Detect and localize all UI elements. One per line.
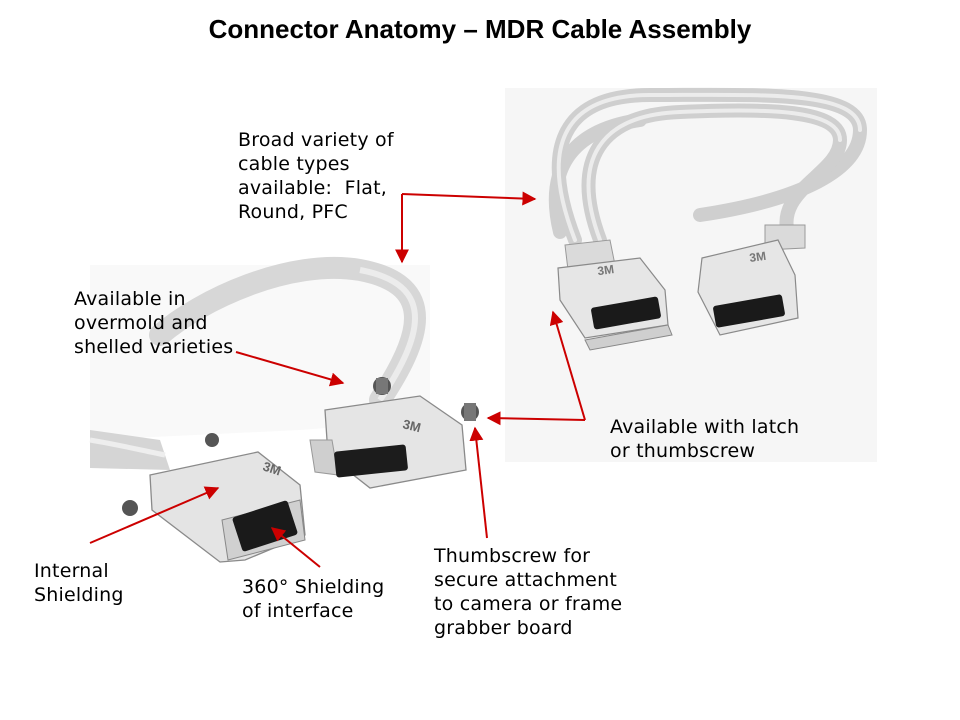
arrow-overmold bbox=[235, 351, 345, 387]
brand-mark: 3M bbox=[748, 249, 766, 265]
callout-latch: Available with latch or thumbscrew bbox=[610, 416, 800, 462]
arrow-thumbscrew bbox=[469, 426, 488, 539]
connector-back: 3M bbox=[309, 377, 479, 489]
arrow-360-shielding bbox=[270, 527, 321, 568]
arrow-latch-up bbox=[549, 310, 586, 421]
callout-overmold: Available in overmold and shelled variet… bbox=[74, 288, 234, 358]
arrow-latch-left bbox=[486, 411, 586, 426]
brand-mark: 3M bbox=[261, 459, 283, 479]
callout-thumbscrew: Thumbscrew for secure attachment to came… bbox=[434, 545, 623, 639]
connector-top-left: 3M bbox=[557, 239, 673, 351]
arrow-cable-types-right bbox=[401, 191, 537, 206]
connector-top-right: 3M bbox=[697, 224, 806, 336]
brand-mark: 3M bbox=[596, 262, 614, 278]
brand-mark: 3M bbox=[401, 416, 422, 435]
callout-internal-shielding: Internal Shielding bbox=[34, 560, 124, 606]
coiled-cable-photo: 3M 3M bbox=[505, 87, 877, 462]
callout-360-shielding: 360° Shielding of interface bbox=[242, 576, 385, 622]
callout-arrows bbox=[89, 191, 586, 568]
connector-front: 3M bbox=[122, 433, 306, 563]
arrow-internal-shielding bbox=[89, 486, 220, 544]
slide-title: Connector Anatomy – MDR Cable Assembly bbox=[208, 14, 752, 44]
main-cable-photo: 3M 3M bbox=[89, 256, 479, 563]
callout-cable-types: Broad variety of cable types available: … bbox=[238, 129, 394, 223]
